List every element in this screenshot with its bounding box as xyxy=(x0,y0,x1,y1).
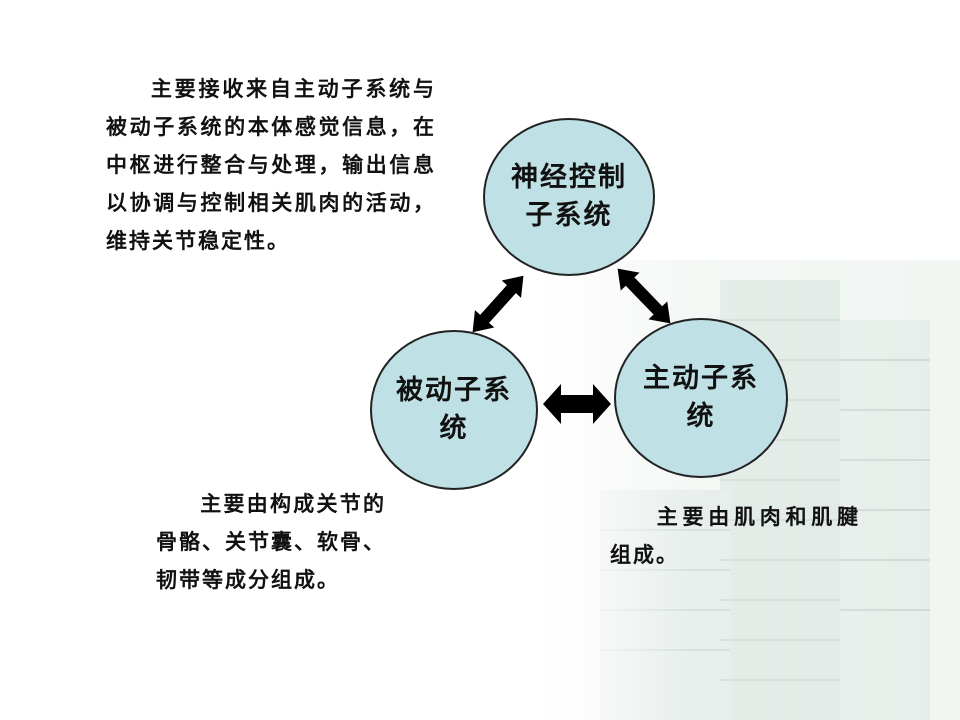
passive-subsystem-description: 主要由构成关节的骨骼、关节囊、软骨、韧带等成分组成。 xyxy=(156,491,386,592)
active-subsystem-node: 主动子系统 xyxy=(614,318,788,478)
passive-subsystem-label: 被动子系统 xyxy=(396,375,512,444)
arrow-neural-passive xyxy=(472,275,524,333)
passive-subsystem-node: 被动子系统 xyxy=(370,330,538,490)
arrow-passive-active xyxy=(543,384,611,424)
arrow-neural-active xyxy=(617,268,671,324)
active-subsystem-label: 主动子系统 xyxy=(643,363,759,432)
neural-subsystem-description: 主要接收来自主动子系统与被动子系统的本体感觉信息，在中枢进行整合与处理，输出信息… xyxy=(106,76,436,253)
active-subsystem-description: 主要由肌肉和肌腱组成。 xyxy=(610,504,860,567)
neural-control-subsystem-node: 神经控制子系统 xyxy=(483,118,655,276)
neural-control-subsystem-label: 神经控制子系统 xyxy=(511,162,627,231)
